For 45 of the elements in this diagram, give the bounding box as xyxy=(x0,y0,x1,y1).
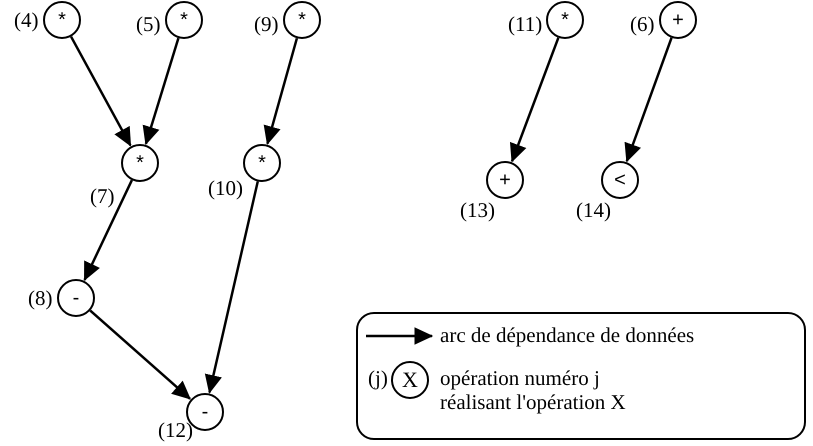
operator-symbol: + xyxy=(672,10,684,30)
legend-text: opération numéro j réalisant l'opération X xyxy=(440,366,627,414)
dependency-arrow xyxy=(510,37,560,162)
operation-circle xyxy=(391,361,429,399)
operator-symbol: * xyxy=(298,10,306,30)
dependency-arrow xyxy=(70,36,132,147)
operation-number: (9) xyxy=(254,14,278,35)
operation-circle xyxy=(283,1,321,39)
dependency-arrow xyxy=(624,37,673,162)
operation-number: (12) xyxy=(158,420,193,441)
legend-text: arc de dépendance de données xyxy=(440,323,696,348)
dependency-arrow xyxy=(204,181,259,394)
operator-symbol: - xyxy=(202,402,208,422)
operation-number: (6) xyxy=(630,14,654,35)
operation-circle xyxy=(601,161,639,199)
operation-number: (7) xyxy=(90,186,114,207)
operation-number: (j) xyxy=(368,368,388,389)
operation-number: (14) xyxy=(576,200,611,221)
dependency-arrow xyxy=(142,38,180,146)
operation-circle xyxy=(486,161,524,199)
operation-circle xyxy=(659,1,697,39)
operation-number: (10) xyxy=(208,178,243,199)
operator-symbol: * xyxy=(258,153,266,173)
operator-symbol: * xyxy=(180,10,188,30)
dependency-arrow xyxy=(264,38,298,145)
operator-symbol: * xyxy=(136,153,144,173)
operator-symbol: - xyxy=(72,288,80,308)
operation-number: (4) xyxy=(14,10,38,31)
operation-number: (8) xyxy=(28,288,52,309)
operator-symbol: * xyxy=(561,10,569,30)
dependency-arrow xyxy=(83,180,133,282)
operation-number: (5) xyxy=(136,14,160,35)
operation-number: (11) xyxy=(508,14,542,35)
operation-circle xyxy=(43,1,81,39)
operator-symbol: < xyxy=(614,170,626,190)
operation-circle xyxy=(121,144,159,182)
operation-number: (13) xyxy=(460,200,495,221)
operation-circle xyxy=(165,1,203,39)
operator-symbol: X xyxy=(402,367,418,393)
operation-circle xyxy=(243,144,281,182)
operator-symbol: * xyxy=(58,10,66,30)
operation-circle xyxy=(57,279,95,317)
operator-symbol: + xyxy=(499,170,511,190)
operation-circle xyxy=(546,1,584,39)
dependency-arrow xyxy=(89,310,191,400)
